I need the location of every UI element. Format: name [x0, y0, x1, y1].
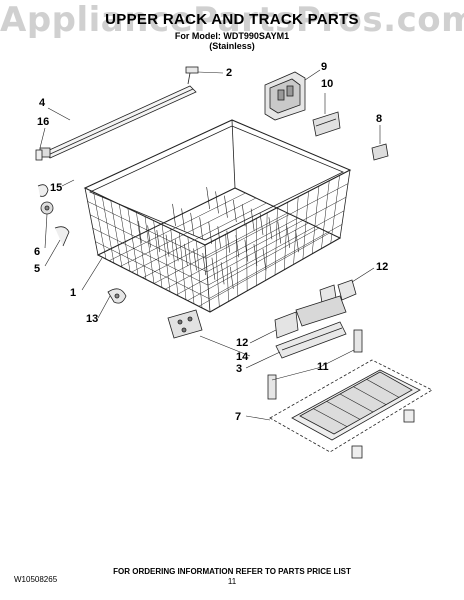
callout-3: 3	[236, 363, 242, 375]
callout-14: 14	[236, 351, 249, 363]
diagram-title: UPPER RACK AND TRACK PARTS	[105, 11, 359, 28]
callout-16: 16	[37, 116, 49, 128]
callout-9: 9	[321, 61, 327, 73]
callout-11: 11	[317, 361, 329, 373]
callout-6: 6	[34, 246, 40, 258]
part-adjuster-cover	[312, 111, 341, 137]
callout-7: 7	[235, 411, 241, 423]
part-track-bracket-assembly	[274, 295, 347, 359]
callout-4: 4	[39, 97, 46, 109]
callout-15: 15	[50, 182, 62, 194]
callout-2: 2	[226, 67, 232, 79]
model-line: For Model: WDT990SAYM1	[174, 31, 290, 41]
callout-12-lower: 12	[236, 337, 248, 349]
callout-13: 13	[86, 313, 98, 325]
part-upper-rack	[83, 119, 352, 313]
part-adjuster-housing	[264, 71, 306, 121]
part-end-cap	[35, 149, 43, 161]
callout-12-upper: 12	[376, 261, 388, 273]
part-track-assembly	[269, 359, 433, 459]
callout-5: 5	[34, 263, 40, 275]
part-small-clip	[371, 143, 389, 161]
callout-10: 10	[321, 78, 333, 90]
callout-labels: 2 9 10 4 16 8 15 6 5 1 12 13 12 14 3 11 …	[34, 61, 388, 423]
page-number: 11	[227, 577, 237, 586]
ordering-note: FOR ORDERING INFORMATION REFER TO PARTS …	[113, 567, 351, 576]
document-number: W10508265	[14, 575, 58, 584]
watermark-text: AppliancePartsPros.com	[0, 0, 464, 40]
variant-line: (Stainless)	[209, 41, 255, 51]
part-stop-clip	[185, 66, 199, 85]
part-adjuster-lever	[107, 288, 127, 304]
leader-lines	[39, 69, 381, 421]
part-track-stop	[267, 329, 363, 400]
callout-8: 8	[376, 113, 382, 125]
part-roller-bracket	[167, 309, 203, 339]
callout-1: 1	[70, 287, 76, 299]
part-track-rail	[39, 85, 197, 159]
